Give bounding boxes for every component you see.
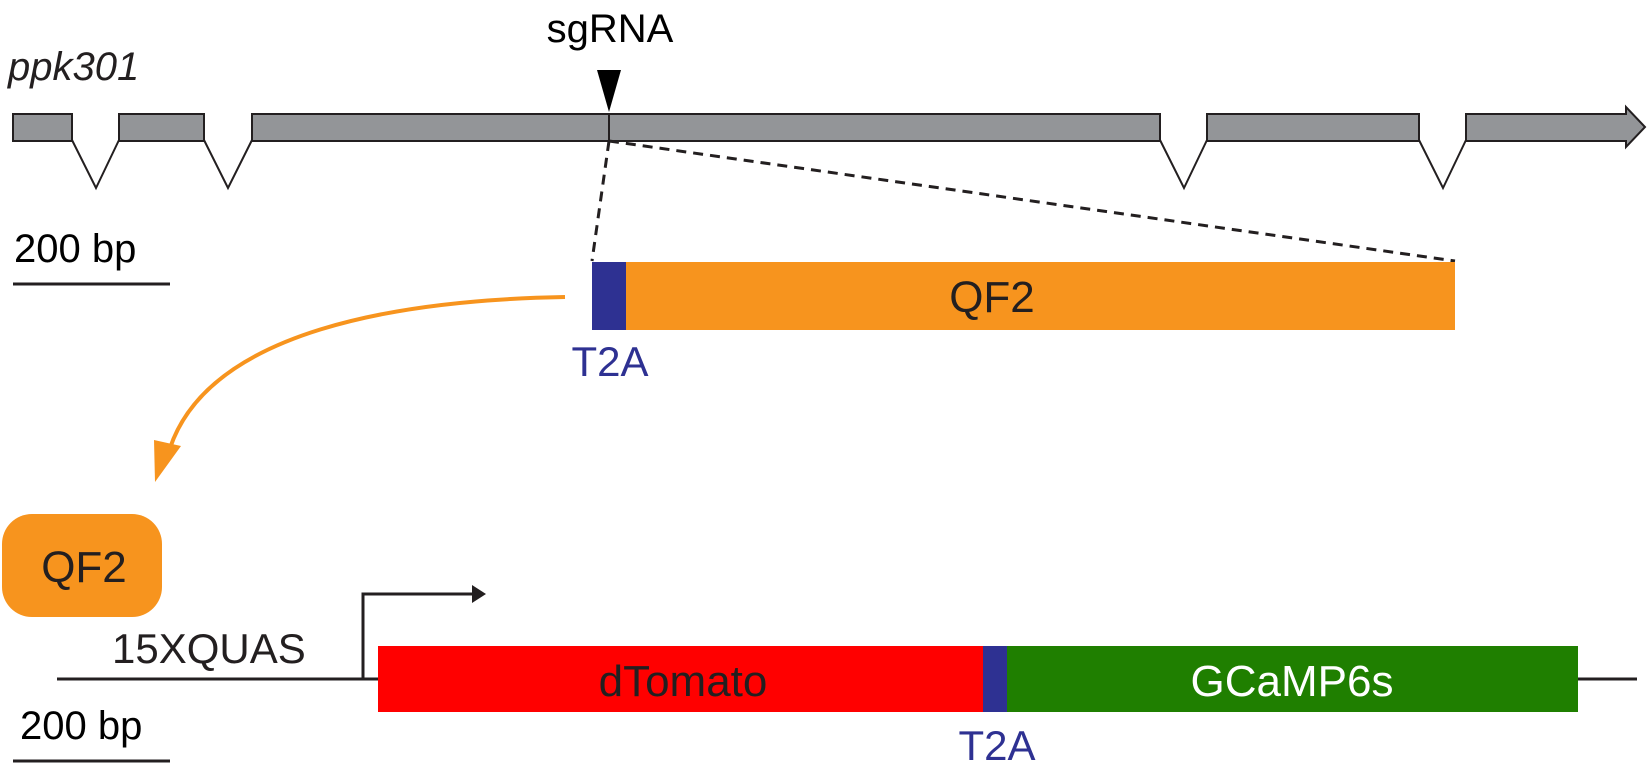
zoom-line-left bbox=[590, 140, 611, 262]
expression-arrowhead bbox=[154, 440, 181, 482]
exon-2 bbox=[118, 113, 205, 142]
intron-3 bbox=[1159, 139, 1208, 191]
scale-bar-bottom-label: 200 bp bbox=[20, 704, 142, 748]
scale-bar-top-label: 200 bp bbox=[14, 227, 136, 271]
reporter-t2a-block bbox=[983, 646, 1007, 712]
dtomato-block bbox=[378, 646, 983, 712]
sgrna-marker bbox=[597, 70, 621, 112]
intron-1 bbox=[71, 139, 120, 191]
scale-bar-top: 200 bp bbox=[13, 227, 170, 286]
insert-t2a-block bbox=[592, 262, 626, 330]
sgrna-label: sgRNA bbox=[547, 7, 674, 51]
reporter-t2a-label: T2A bbox=[958, 722, 1035, 769]
scale-bar-bottom: 200 bp bbox=[13, 704, 170, 763]
intron-4 bbox=[1418, 139, 1467, 191]
exon-4 bbox=[1206, 113, 1420, 142]
reporter-construct: 15XQUAS dTomato T2A GCaMP6s bbox=[57, 585, 1637, 769]
exon-5-arrow bbox=[1465, 104, 1647, 150]
intron-2 bbox=[203, 139, 253, 191]
insert-t2a-label: T2A bbox=[571, 338, 648, 385]
gcamp-block bbox=[1007, 646, 1578, 712]
insert-qf2-label: QF2 bbox=[949, 273, 1035, 322]
qf2-protein: QF2 bbox=[2, 514, 162, 617]
dtomato-label: dTomato bbox=[599, 657, 768, 706]
gene-model: ppk301 sgRNA bbox=[7, 7, 1647, 191]
exon-1 bbox=[12, 113, 73, 142]
qf2-protein-shape bbox=[2, 514, 162, 617]
gcamp-label: GCaMP6s bbox=[1191, 657, 1394, 706]
expression-arrow-curve bbox=[168, 295, 566, 449]
expression-arrow bbox=[154, 295, 566, 482]
exon-3 bbox=[251, 113, 1161, 142]
promoter-label: 15XQUAS bbox=[112, 625, 306, 672]
gene-name: ppk301 bbox=[7, 45, 139, 89]
tss-arrow-line bbox=[361, 592, 474, 679]
qf2-protein-label: QF2 bbox=[41, 543, 127, 592]
insert-qf2-block bbox=[626, 262, 1455, 330]
insert-cassette: QF2 T2A bbox=[571, 262, 1455, 385]
tss-arrowhead bbox=[472, 585, 486, 603]
zoom-line-right bbox=[608, 139, 1456, 263]
